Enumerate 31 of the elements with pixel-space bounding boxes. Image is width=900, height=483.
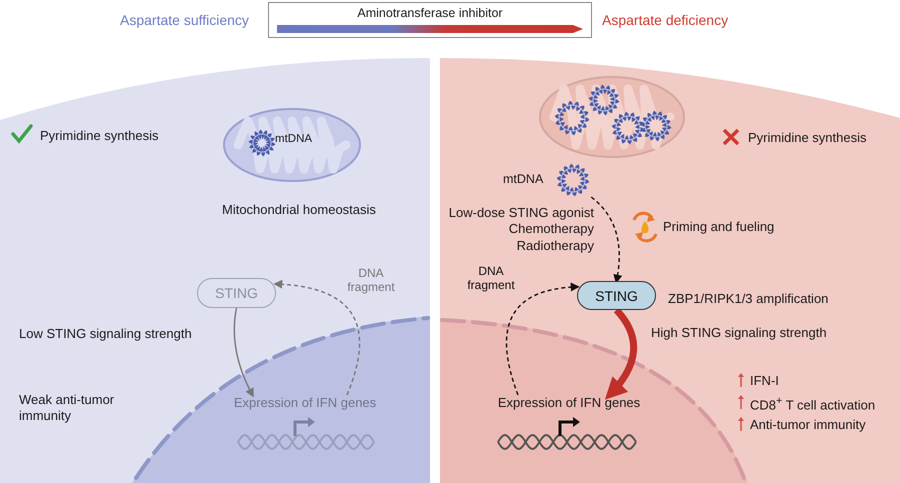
- condition-label: Aspartate sufficiency: [120, 12, 249, 29]
- inhibitor-box: [268, 2, 592, 38]
- outcome-label: Low STING signaling strength: [19, 326, 192, 342]
- process-label: Expression of IFN genes: [494, 395, 644, 412]
- outcome-label: Weak anti-tumor immunity: [19, 392, 116, 424]
- outcome-label: IFN-I: [750, 373, 779, 389]
- status-label: Pyrimidine synthesis: [40, 128, 158, 144]
- effect-label: ZBP1/RIPK1/3 amplification: [668, 291, 828, 307]
- arrow: [605, 308, 637, 400]
- caption-label: Mitochondrial homeostasis: [222, 202, 376, 218]
- edge-label: DNA fragment: [466, 264, 516, 293]
- outcome-label: Anti-tumor immunity: [750, 417, 866, 433]
- treatment-label: Low-dose STING agonist: [448, 205, 594, 221]
- arrow: [590, 196, 622, 284]
- outcome-label: High STING signaling strength: [651, 325, 827, 341]
- arrow: [273, 280, 360, 396]
- status-label: Pyrimidine synthesis: [748, 130, 866, 146]
- treatment-label: Radiotherapy: [516, 238, 594, 254]
- protein-pill: STING: [577, 281, 656, 310]
- mtdna-label: mtDNA: [275, 133, 312, 147]
- arrow: [234, 308, 254, 398]
- treatment-label: Chemotherapy: [508, 221, 594, 237]
- node-label: mtDNA: [503, 172, 544, 186]
- box-title: Aminotransferase inhibitor: [356, 6, 504, 20]
- outcome-label: CD8$^{+}$ T cell activation: [750, 395, 876, 413]
- process-label: Expression of IFN genes: [230, 395, 380, 412]
- edge-label: DNA fragment: [346, 266, 396, 295]
- arrow: [506, 282, 580, 396]
- effect-label: Priming and fueling: [663, 219, 774, 235]
- protein-pill: STING: [197, 278, 276, 308]
- condition-label: Aspartate deficiency: [602, 12, 728, 29]
